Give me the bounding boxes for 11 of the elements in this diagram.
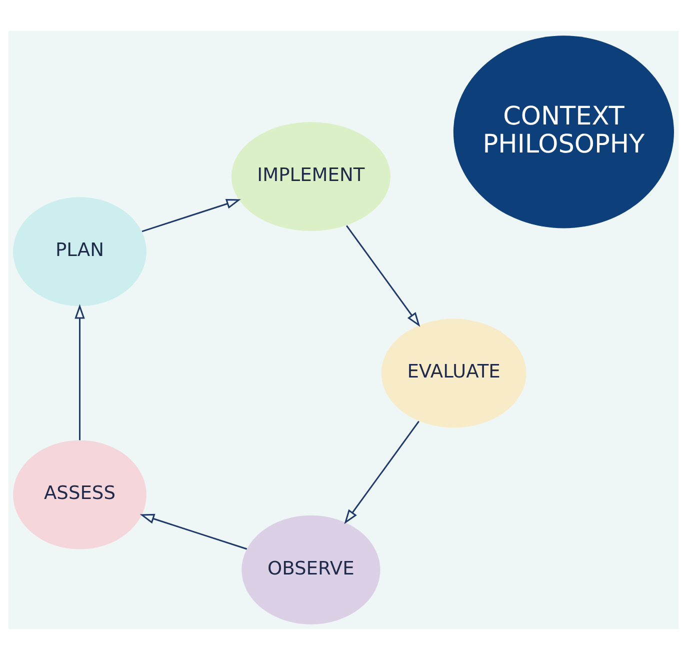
node-ellipse: PLAN (13, 197, 146, 306)
node-ellipse: CONTEXT PHILOSOPHY (453, 36, 674, 228)
node-ellipse: ASSESS (13, 440, 146, 550)
node-ellipse: OBSERVE (242, 515, 380, 624)
arrow (74, 304, 85, 440)
node-ellipse: IMPLEMENT (231, 122, 390, 232)
arrow (142, 198, 241, 232)
arrow (346, 225, 420, 327)
node-ellipse: EVALUATE (381, 318, 526, 428)
arrow (140, 514, 248, 550)
arrow (344, 420, 420, 524)
